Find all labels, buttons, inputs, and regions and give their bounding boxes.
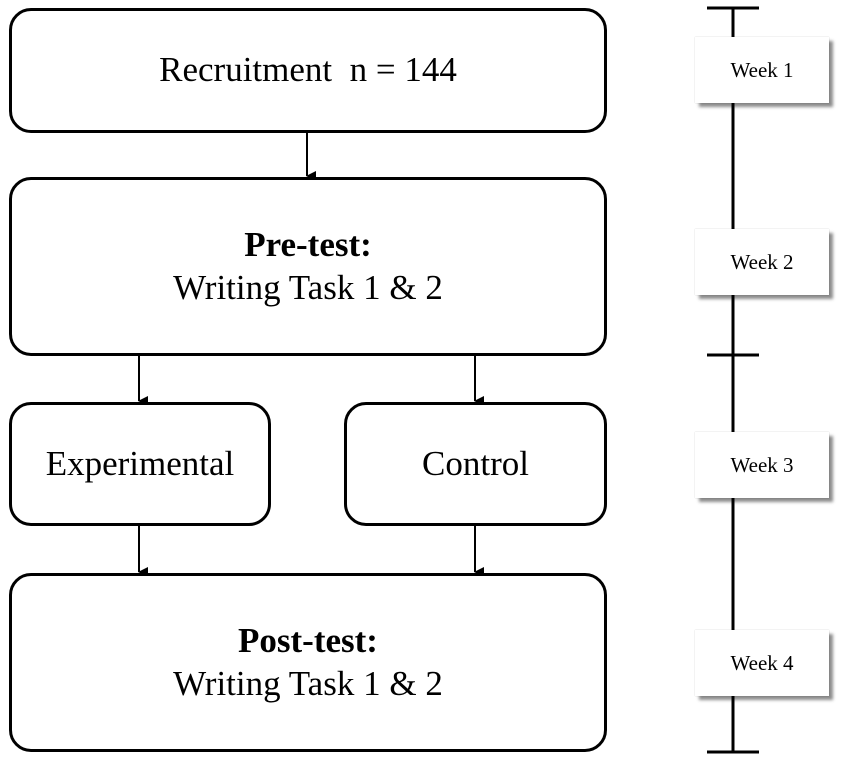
control-label: Control bbox=[422, 443, 529, 483]
week-1-label: Week 1 bbox=[695, 37, 829, 103]
recruitment-label: Recruitment n = 144 bbox=[159, 50, 457, 90]
control-box: Control bbox=[344, 402, 607, 526]
pretest-detail: Writing Task 1 & 2 bbox=[173, 267, 443, 307]
week-3-label: Week 3 bbox=[695, 432, 829, 498]
experimental-box: Experimental bbox=[9, 402, 271, 526]
week-2-label: Week 2 bbox=[695, 229, 829, 295]
posttest-box: Post-test: Writing Task 1 & 2 bbox=[9, 573, 607, 752]
pretest-box: Pre-test: Writing Task 1 & 2 bbox=[9, 177, 607, 356]
experimental-label: Experimental bbox=[45, 443, 235, 483]
posttest-title: Post-test: bbox=[238, 620, 378, 660]
posttest-detail: Writing Task 1 & 2 bbox=[173, 663, 443, 703]
week-4-label: Week 4 bbox=[695, 630, 829, 696]
recruitment-box: Recruitment n = 144 bbox=[9, 8, 607, 133]
pretest-title: Pre-test: bbox=[244, 224, 372, 264]
